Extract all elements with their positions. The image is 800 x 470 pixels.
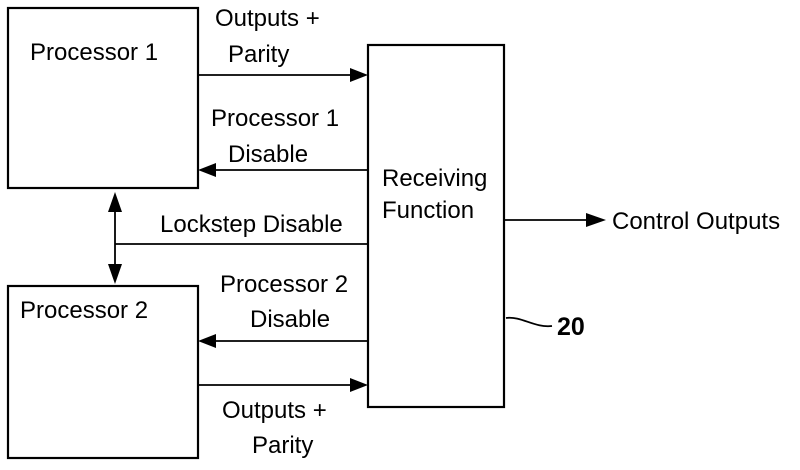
lockstep-link (108, 192, 368, 284)
p2-outputs-label-line2: Parity (252, 432, 313, 459)
receiving-function-block (366, 43, 506, 409)
processor-2-block (6, 284, 200, 460)
p1-outputs-label-line1: Outputs + (215, 5, 320, 32)
processor-2-label: Processor 2 (20, 297, 148, 324)
p1-disable-label-line1: Processor 1 (211, 105, 339, 132)
reference-numeral: 20 (557, 313, 585, 341)
processor-1-block (6, 6, 200, 190)
p2-disable-label-line1: Processor 2 (220, 271, 348, 298)
lockstep-disable-label: Lockstep Disable (160, 211, 343, 238)
processor-1-label: Processor 1 (30, 39, 158, 66)
control-outputs-arrow (504, 213, 606, 227)
p2-outputs-arrow (198, 378, 368, 392)
receiving-function-label-line1: Receiving (382, 165, 487, 192)
p1-disable-arrow (198, 163, 368, 177)
p2-disable-label-line2: Disable (250, 306, 330, 333)
receiving-function-label-line2: Function (382, 197, 474, 224)
p1-outputs-label-line2: Parity (228, 41, 289, 68)
p1-outputs-arrow (198, 68, 368, 82)
p2-disable-arrow (198, 334, 368, 348)
control-outputs-label: Control Outputs (612, 208, 780, 235)
p2-outputs-label-line1: Outputs + (222, 397, 327, 424)
p1-disable-label-line2: Disable (228, 141, 308, 168)
reference-leader-line (505, 316, 553, 328)
